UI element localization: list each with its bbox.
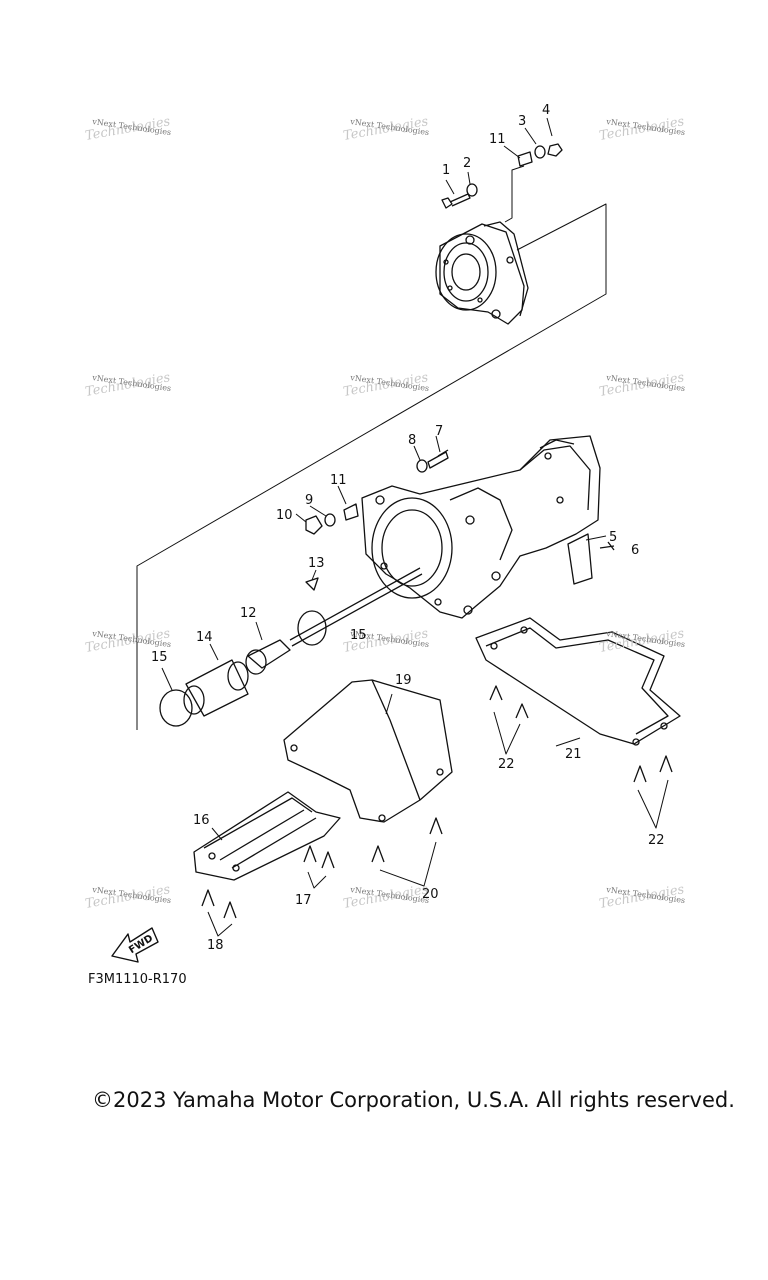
part-label-16: 16 (193, 813, 210, 828)
bolt-part-18 (201, 889, 237, 919)
drive-shaft (289, 567, 423, 647)
plate-part-21 (475, 617, 681, 746)
coupler-part-12 (245, 639, 291, 675)
assembly-guide-line (337, 485, 347, 505)
assembly-guide-line (255, 621, 263, 641)
assembly-guide-line (467, 171, 471, 185)
assembly-guide-line (413, 445, 421, 461)
washer-part-9 (324, 513, 336, 527)
part-label-22b: 22 (648, 833, 665, 848)
bolt-part-1 (441, 193, 471, 209)
assembly-guide-line (207, 911, 233, 937)
fwd-arrow-icon (111, 927, 159, 963)
bracket-part-5 (567, 533, 593, 585)
part-label-15b: 15 (350, 628, 367, 643)
assembly-guide-line (637, 779, 669, 829)
nut-part-4 (547, 143, 563, 157)
plate-part-16 (193, 791, 341, 881)
assembly-guide-line (309, 505, 327, 517)
assembly-guide-line (136, 203, 607, 730)
assembly-guide-line (385, 693, 393, 715)
copyright-notice: ©2023 Yamaha Motor Corporation, U.S.A. A… (92, 1088, 735, 1112)
part-label-11: 11 (489, 132, 506, 147)
assembly-guide-line (209, 643, 219, 661)
assembly-guide-line (546, 117, 553, 137)
part-label-10: 10 (276, 508, 293, 523)
assembly-guide-line (585, 535, 607, 541)
assembly-guide-line (504, 165, 525, 223)
pump-housing (361, 435, 601, 619)
assembly-guide-line (161, 667, 173, 691)
washer-part-2 (466, 183, 478, 197)
part-label-8: 8 (408, 433, 416, 448)
diagram-code: F3M1110-R170 (88, 972, 187, 987)
assembly-guide-line (524, 127, 537, 145)
part-label-13: 13 (308, 556, 325, 571)
bolt-part-22 (489, 685, 673, 783)
clamp-part-15 (297, 610, 327, 646)
part-label-6: 6 (631, 543, 639, 558)
assembly-guide-line (555, 737, 581, 747)
part-label-9: 9 (305, 493, 313, 508)
part-labels: 1 2 3 4 5 6 7 8 9 10 11 11 12 13 14 15 1… (151, 103, 665, 953)
part-label-2: 2 (463, 156, 471, 171)
part-label-14: 14 (196, 630, 213, 645)
part-label-17: 17 (295, 893, 312, 908)
part-label-20: 20 (422, 887, 439, 902)
plate-part-11b (343, 503, 359, 521)
assembly-guide-line (435, 435, 441, 453)
assembly-guide-line (445, 179, 455, 195)
washer-part-3 (534, 145, 546, 159)
assembly-guide-line (311, 569, 317, 581)
cover-part-19 (283, 679, 453, 823)
bolt-part-17 (303, 845, 335, 869)
part-label-18: 18 (207, 938, 224, 953)
assembly-guide-line (211, 827, 223, 841)
part-label-7: 7 (435, 424, 443, 439)
part-label-19: 19 (395, 673, 412, 688)
part-label-5: 5 (609, 530, 617, 545)
part-label-11b: 11 (330, 473, 347, 488)
assembly-guide-line (503, 145, 521, 159)
part-label-15: 15 (151, 650, 168, 665)
assembly-guide-line (295, 513, 307, 523)
plate-part-11 (517, 151, 533, 167)
washer-part-8 (416, 459, 428, 473)
bolt-part-6 (599, 541, 615, 551)
nut-part-10 (305, 515, 323, 535)
hose-part-14 (183, 659, 249, 717)
part-label-12: 12 (240, 606, 257, 621)
part-label-21: 21 (565, 747, 582, 762)
clamp-part-15b (159, 689, 193, 727)
part-label-3: 3 (518, 114, 526, 129)
part-label-4: 4 (542, 103, 550, 118)
watermark-group: Technologies vNext Technologies Technolo… (84, 114, 686, 912)
fwd-label: FWD (127, 933, 155, 956)
bolt-part-7 (427, 449, 449, 469)
bolt-part-20 (371, 817, 443, 863)
assembly-guide-line (307, 871, 327, 889)
assembly-guide-line (493, 711, 521, 755)
bearing-housing-top (435, 221, 529, 325)
part-label-22: 22 (498, 757, 515, 772)
assembly-guide-line (379, 841, 437, 887)
part-label-1: 1 (442, 163, 450, 178)
